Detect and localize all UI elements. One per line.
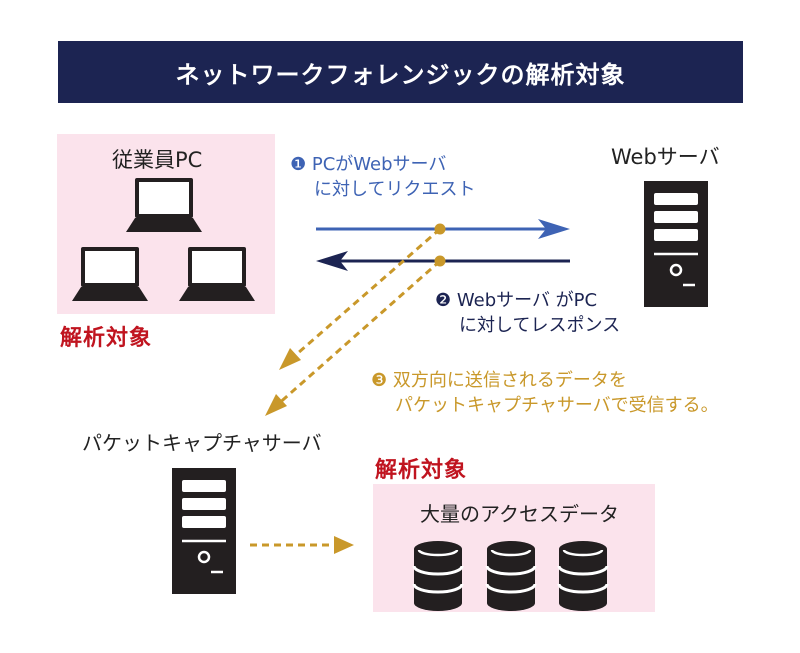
response-line-2: に対してレスポンス [459, 315, 621, 336]
access-data-target-label: 解析対象 [375, 458, 468, 483]
request-text: ❶ PCがWebサーバ に対してリクエスト [290, 152, 475, 202]
response-text: ❷ Webサーバ がPC に対してレスポンス [435, 288, 620, 338]
data-flow-arrow [250, 536, 354, 554]
employee-pc-target-label: 解析対象 [60, 326, 153, 351]
capture-server-label: パケットキャプチャサーバ [82, 431, 322, 455]
web-server-label: Webサーバ [611, 145, 720, 169]
database-icon [557, 539, 609, 613]
step-3-number: ❸ [371, 370, 388, 391]
page-title: ネットワークフォレンジックの解析対象 [175, 60, 626, 89]
laptop-icon [126, 178, 202, 232]
database-icon [485, 539, 537, 613]
capture-note-line-1: 双方向に送信されるデータを [392, 370, 627, 391]
request-line-1: PCがWebサーバ [311, 154, 447, 175]
response-arrow [316, 251, 570, 271]
laptop-icon [179, 247, 255, 301]
step-2-number: ❷ [435, 290, 452, 311]
server-icon [170, 466, 238, 596]
database-icon [412, 539, 464, 613]
request-line-2: に対してリクエスト [314, 179, 476, 200]
capture-tap-arrows [265, 223, 446, 416]
capture-note-text: ❸ 双方向に送信されるデータを パケットキャプチャサーバで受信する。 [371, 368, 719, 418]
step-1-number: ❶ [290, 154, 307, 175]
request-arrow [316, 219, 570, 239]
access-data-label: 大量のアクセスデータ [420, 502, 619, 526]
title-banner: ネットワークフォレンジックの解析対象 [58, 41, 743, 103]
response-line-1: Webサーバ がPC [456, 290, 598, 311]
server-icon [642, 179, 710, 309]
employee-pc-label: 従業員PC [112, 148, 203, 172]
capture-note-line-2: パケットキャプチャサーバで受信する。 [395, 395, 719, 416]
laptop-icon [72, 247, 148, 301]
